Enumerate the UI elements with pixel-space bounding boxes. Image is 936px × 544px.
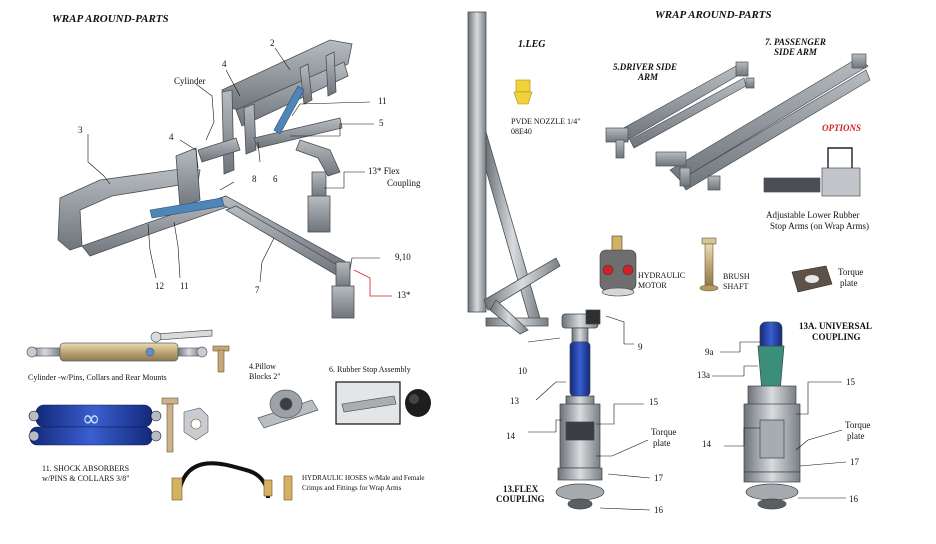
flex-title-2: COUPLING bbox=[496, 494, 545, 504]
universal-title-2: COUPLING bbox=[812, 332, 861, 342]
universal-label-9a: 9a bbox=[705, 347, 714, 357]
flex-label-torque-1: Torque bbox=[651, 427, 677, 437]
label-passenger-1: 7. PASSENGER bbox=[765, 37, 826, 47]
label-passenger-2: SIDE ARM bbox=[774, 47, 817, 57]
caption-brush-1: BRUSH bbox=[723, 272, 750, 281]
flex-label-14: 14 bbox=[506, 431, 515, 441]
brush-shaft-drawing bbox=[699, 237, 719, 292]
universal-label-torque-2: plate bbox=[847, 431, 865, 441]
passenger-arm-drawing bbox=[655, 53, 871, 191]
universal-leader-lines bbox=[712, 341, 847, 499]
caption-brush-2: SHAFT bbox=[723, 282, 749, 291]
driver-arm-drawing bbox=[605, 61, 755, 159]
universal-label-16: 16 bbox=[849, 494, 858, 504]
label-4b: 4 bbox=[169, 132, 174, 142]
stop-arm-option-drawing bbox=[763, 147, 861, 197]
label-9-10: 9,10 bbox=[395, 252, 411, 262]
label-2: 2 bbox=[270, 38, 275, 48]
pin-drawing bbox=[212, 345, 230, 373]
caption-pillow-1: 4.Pillow bbox=[249, 362, 276, 371]
label-6: 6 bbox=[273, 174, 278, 184]
caption-adj-1: Adjustable Lower Rubber bbox=[766, 210, 860, 220]
cotter-pin-drawing bbox=[150, 329, 213, 343]
label-13star: 13* bbox=[397, 290, 411, 300]
label-3: 3 bbox=[78, 125, 83, 135]
universal-label-14: 14 bbox=[702, 439, 711, 449]
pillow-block-drawing bbox=[257, 389, 319, 429]
caption-torque-top-2: plate bbox=[840, 278, 858, 288]
flex-coupling-drawing bbox=[555, 309, 605, 510]
universal-label-15: 15 bbox=[846, 377, 855, 387]
label-7: 7 bbox=[255, 285, 260, 295]
label-leg: 1.LEG bbox=[518, 39, 546, 50]
universal-label-17: 17 bbox=[850, 457, 859, 467]
caption-torque-top-1: Torque bbox=[838, 267, 864, 277]
flex-label-13: 13 bbox=[510, 396, 519, 406]
caption-shock-1: 11. SHOCK ABSORBERS bbox=[42, 464, 130, 473]
frame-shocks-drawing bbox=[149, 85, 305, 219]
nozzle-drawing bbox=[513, 79, 533, 105]
label-driver-1: 5.DRIVER SIDE bbox=[613, 62, 678, 72]
flex-label-17: 17 bbox=[654, 473, 663, 483]
caption-hoses-2: Crimps and Fittings for Wrap Arms bbox=[302, 484, 402, 492]
flex-label-9: 9 bbox=[638, 342, 643, 352]
label-12: 12 bbox=[155, 281, 164, 291]
caption-nozzle-1: PVDE NOZZLE 1/4" bbox=[511, 117, 581, 126]
flex-label-15: 15 bbox=[649, 397, 658, 407]
bolt-drawing bbox=[161, 397, 209, 453]
leg-drawing bbox=[467, 11, 561, 335]
frame-leader-lines bbox=[87, 47, 380, 283]
caption-shock-2: w/PINS & COLLARS 3/8" bbox=[42, 474, 130, 483]
caption-adj-2: Stop Arms (on Wrap Arms) bbox=[770, 221, 869, 231]
wrap-frame-drawing bbox=[57, 39, 355, 319]
caption-hoses-1: HYDRAULIC HOSES w/Male and Female bbox=[302, 474, 425, 482]
caption-rubber-stop: 6. Rubber Stop Assembly bbox=[329, 365, 411, 374]
label-11b: 11 bbox=[180, 281, 189, 291]
rubber-stop-drawing bbox=[335, 381, 431, 425]
flex-title-1: 13.FLEX bbox=[503, 484, 539, 494]
leader-13star bbox=[353, 269, 392, 297]
flex-label-torque-2: plate bbox=[653, 438, 671, 448]
label-13-flex-2: Coupling bbox=[387, 178, 421, 188]
left-title: WRAP AROUND-PARTS bbox=[52, 13, 169, 25]
flex-label-10: 10 bbox=[518, 366, 527, 376]
svg-text:∞: ∞ bbox=[82, 407, 100, 432]
label-driver-2: ARM bbox=[638, 72, 659, 82]
universal-title-1: 13A. UNIVERSAL bbox=[799, 321, 873, 331]
universal-label-torque-1: Torque bbox=[845, 420, 871, 430]
label-11a: 11 bbox=[378, 96, 387, 106]
universal-coupling-drawing bbox=[743, 321, 801, 510]
caption-cylinder: Cylinder -w/Pins, Collars and Rear Mount… bbox=[28, 373, 167, 382]
label-8: 8 bbox=[252, 174, 257, 184]
cylinder-drawing bbox=[26, 342, 208, 362]
flex-leader-lines bbox=[527, 315, 651, 511]
caption-motor-2: MOTOR bbox=[638, 281, 667, 290]
shock-absorbers-drawing: ∞ bbox=[28, 404, 162, 446]
label-5: 5 bbox=[379, 118, 384, 128]
universal-label-13a: 13a bbox=[697, 370, 710, 380]
caption-nozzle-2: 08E40 bbox=[511, 127, 532, 136]
caption-pillow-2: Blocks 2" bbox=[249, 372, 281, 381]
label-cylinder: Cylinder bbox=[174, 76, 206, 86]
caption-motor-1: HYDRAULIC bbox=[638, 271, 686, 280]
hydraulic-hoses-drawing bbox=[171, 461, 293, 501]
torque-plate-drawing bbox=[791, 265, 833, 293]
label-4a: 4 bbox=[222, 59, 227, 69]
right-title: WRAP AROUND-PARTS bbox=[655, 9, 772, 21]
hydraulic-motor-drawing bbox=[599, 235, 637, 297]
label-options: OPTIONS bbox=[822, 123, 862, 133]
label-13-flex-1: 13* Flex bbox=[368, 166, 400, 176]
flex-label-16: 16 bbox=[654, 505, 663, 515]
